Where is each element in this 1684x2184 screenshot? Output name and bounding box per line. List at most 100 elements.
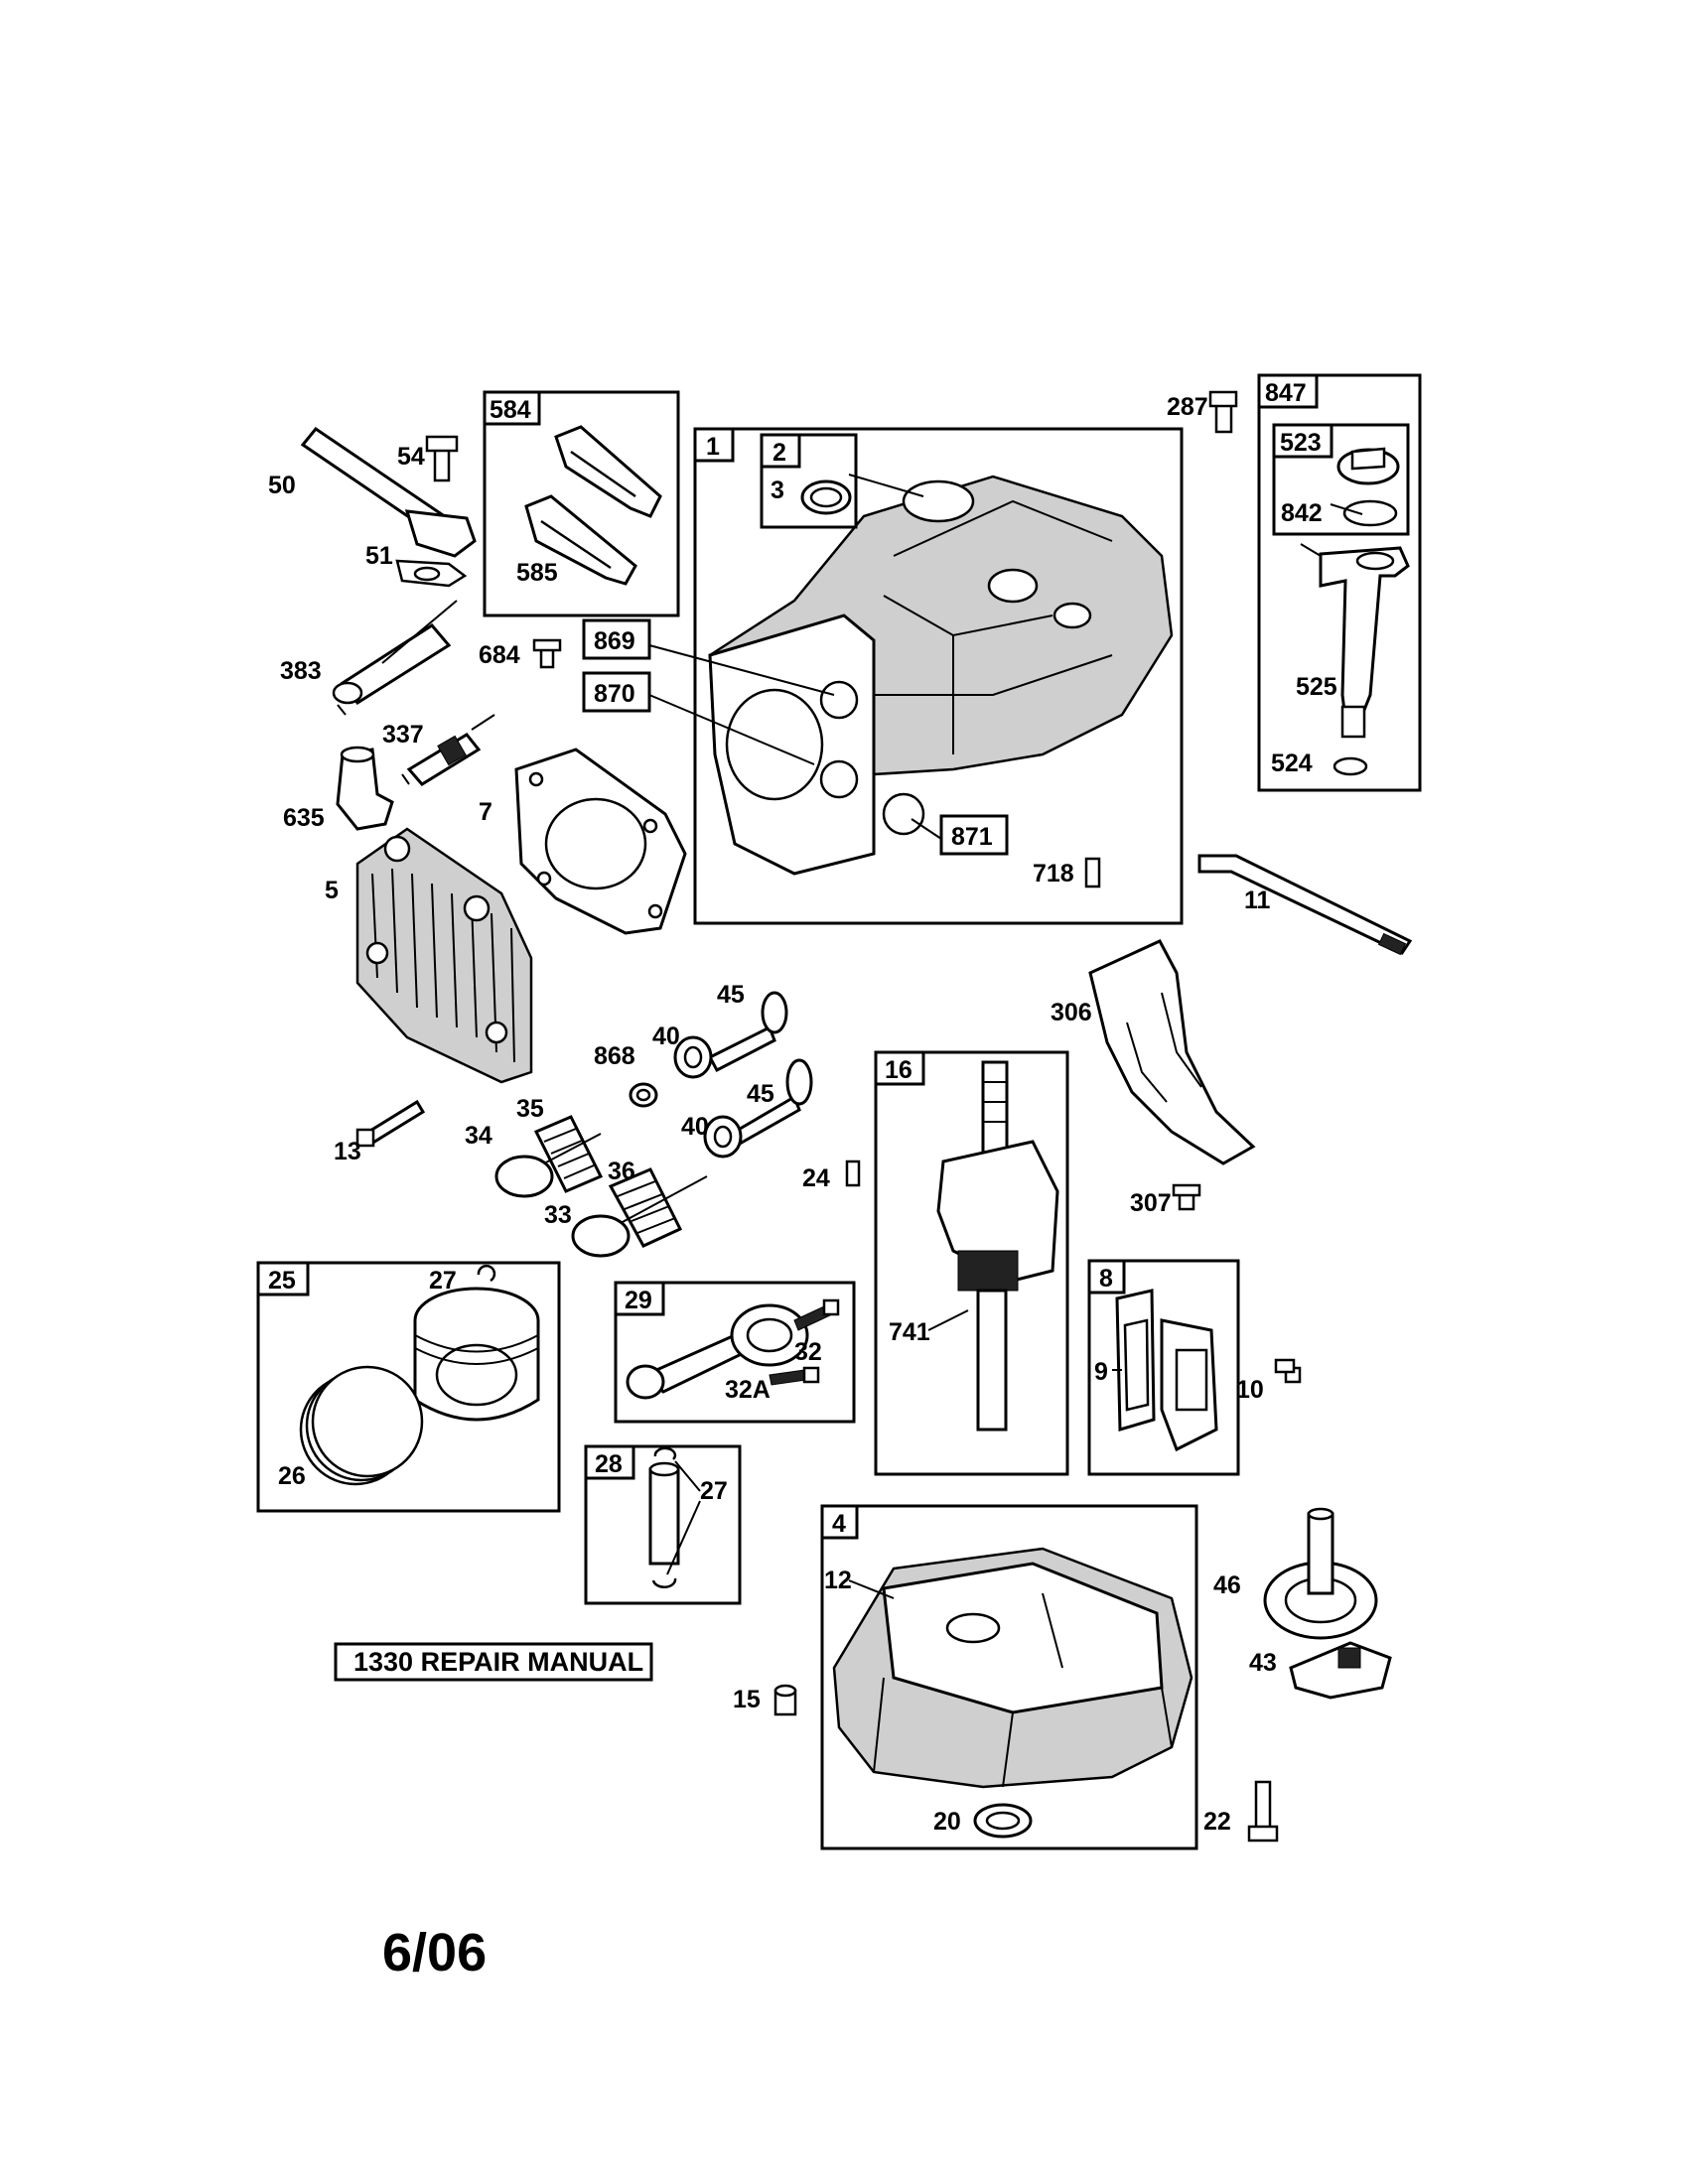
dipstick-assembly-part (1319, 447, 1410, 776)
screw-part-307 (1172, 1183, 1201, 1211)
plug-part-15 (773, 1684, 797, 1716)
oil-seal-part-3 (800, 479, 852, 515)
label-29: 29 (625, 1287, 652, 1314)
label-51: 51 (365, 542, 393, 570)
label-46: 46 (1213, 1571, 1241, 1599)
label-1: 1 (706, 433, 720, 461)
label-870: 870 (594, 680, 635, 708)
label-3: 3 (771, 477, 784, 504)
cylinder-head-part (355, 827, 533, 1084)
label-32A: 32A (725, 1376, 771, 1404)
clip-part-27a (477, 1264, 496, 1283)
screw-part-287 (1208, 390, 1238, 434)
screw-part-10 (1274, 1358, 1302, 1384)
box-group-25 (256, 1261, 561, 1513)
label-box-871 (939, 814, 1009, 856)
label-box-869 (582, 618, 651, 660)
piston-part (413, 1287, 540, 1422)
gasket-parts-584-585 (524, 425, 662, 586)
piston-rings-part (299, 1365, 424, 1486)
label-34: 34 (465, 1122, 492, 1150)
box-group-4 (820, 1504, 1198, 1850)
shift-rod-part (300, 426, 477, 588)
label-26: 26 (278, 1462, 306, 1490)
label-box-28 (584, 1444, 635, 1480)
label-10: 10 (1236, 1376, 1264, 1404)
head-gasket-part (514, 748, 687, 935)
label-43: 43 (1249, 1649, 1277, 1677)
crankshaft-part (936, 1060, 1059, 1432)
group-labels: 584 1 2 869 870 871 847 523 16 25 29 8 2… (256, 373, 1333, 1540)
spark-plug-boot-part (336, 746, 394, 831)
label-2: 2 (772, 439, 786, 467)
spark-plug-part (401, 714, 495, 786)
box-manual (334, 1642, 653, 1682)
label-15: 15 (733, 1686, 761, 1713)
label-16: 16 (885, 1056, 912, 1084)
label-40b: 40 (681, 1113, 709, 1141)
label-20: 20 (933, 1808, 961, 1836)
label-307: 307 (1130, 1189, 1172, 1217)
label-45a: 45 (717, 981, 745, 1009)
label-box-16 (874, 1050, 925, 1086)
label-635: 635 (283, 804, 325, 832)
box-group-2 (760, 433, 858, 529)
label-25: 25 (268, 1267, 296, 1295)
label-box-523 (1272, 423, 1333, 459)
rod-part-11 (1197, 854, 1413, 956)
label-4: 4 (832, 1510, 846, 1538)
box-group-584 (483, 390, 680, 617)
label-8: 8 (1099, 1265, 1113, 1293)
label-847: 847 (1265, 379, 1307, 407)
pin-part-24 (845, 1160, 861, 1187)
label-13: 13 (334, 1138, 361, 1165)
bolt-part-54 (425, 435, 459, 482)
label-35: 35 (516, 1095, 544, 1123)
crankcase-part (708, 475, 1174, 876)
label-869: 869 (594, 627, 635, 655)
label-842: 842 (1281, 499, 1323, 527)
label-50: 50 (268, 472, 296, 499)
valve-spring-parts (494, 1115, 708, 1258)
label-box-2 (760, 433, 801, 469)
label-718: 718 (1033, 860, 1074, 887)
label-box-8 (1087, 1259, 1126, 1295)
label-box-4 (820, 1504, 859, 1540)
label-7: 7 (479, 798, 492, 826)
label-box-847 (1257, 373, 1319, 409)
connecting-rod-part (626, 1303, 809, 1400)
box-group-847 (1257, 373, 1422, 792)
label-9: 9 (1094, 1358, 1108, 1386)
label-868: 868 (594, 1042, 635, 1070)
label-306: 306 (1051, 999, 1092, 1026)
box-group-28 (584, 1444, 742, 1605)
label-box-584 (483, 390, 541, 426)
label-22: 22 (1203, 1808, 1231, 1836)
governor-arm-part (1289, 1641, 1392, 1700)
label-525: 525 (1296, 673, 1337, 701)
shield-part-306 (1088, 939, 1256, 1165)
bolt-part-22 (1247, 1780, 1279, 1843)
label-box-1 (693, 427, 735, 463)
revision-date: 6/06 (382, 1923, 487, 1982)
label-27b: 27 (700, 1477, 728, 1505)
label-337: 337 (382, 721, 424, 749)
rod-bolt-parts (769, 1298, 840, 1386)
label-871: 871 (951, 823, 993, 851)
valve-parts (629, 991, 813, 1159)
engine-base-part (832, 1547, 1193, 1789)
bearing-part-20 (973, 1803, 1033, 1839)
breather-cover-parts (1115, 1289, 1218, 1452)
label-741: 741 (889, 1318, 930, 1346)
label-524: 524 (1271, 750, 1313, 777)
label-5: 5 (325, 877, 339, 904)
governor-gear-part (1263, 1507, 1378, 1640)
label-287: 287 (1167, 393, 1208, 421)
label-54: 54 (397, 443, 425, 471)
box-group-16 (874, 1050, 1069, 1476)
label-11: 11 (1244, 887, 1271, 914)
label-32: 32 (794, 1338, 822, 1366)
label-383: 383 (280, 657, 322, 685)
label-box-29 (614, 1281, 665, 1316)
